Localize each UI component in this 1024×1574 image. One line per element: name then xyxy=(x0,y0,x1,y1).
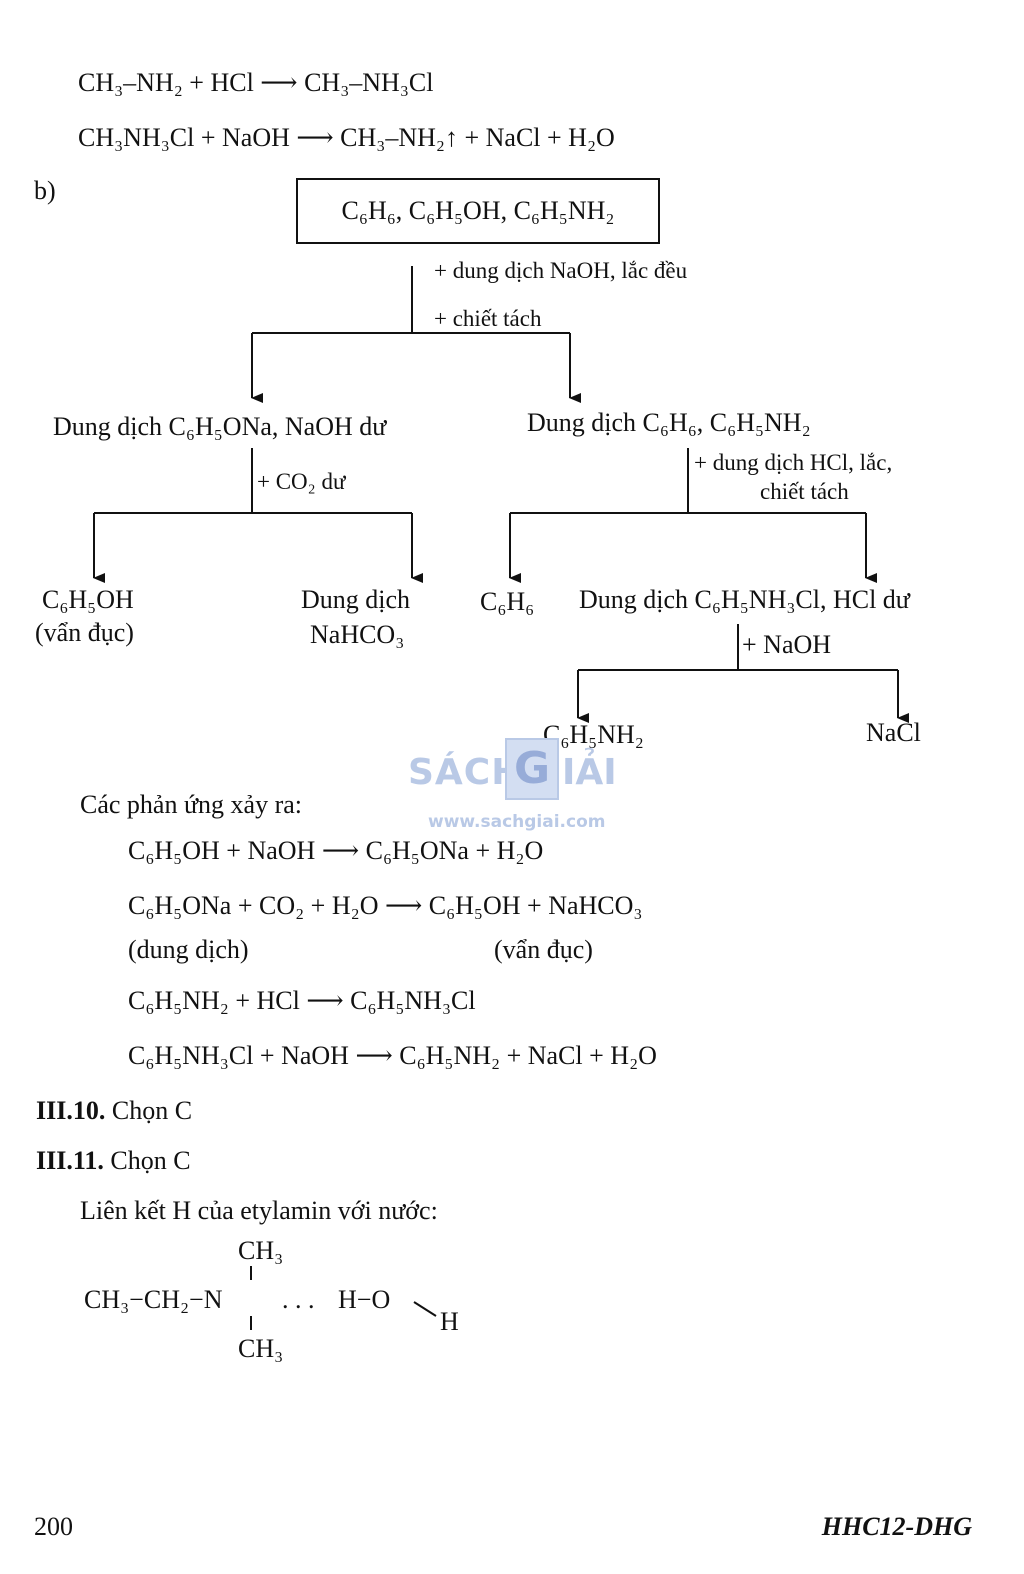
hbond-h: H xyxy=(440,1307,459,1336)
bond-oh xyxy=(413,1301,437,1317)
mixture-box-text: C₆H₆, C₆H₅OH, C₆H₅NH₂ xyxy=(341,196,615,225)
product-bicarbonate-formula: NaHCO₃ xyxy=(310,620,405,649)
answer-iii-11: III.11. Chọn C xyxy=(36,1148,191,1174)
watermark-g-logo: G xyxy=(505,738,559,800)
reaction-2: C₆H₅ONa + CO₂ + H₂O ⟶ C₆H₅OH + NaHCO₃ xyxy=(128,891,643,920)
product-phenol: C₆H₅OH xyxy=(42,585,134,614)
right-node: Dung dịch C₆H₆, C₆H₅NH₂ xyxy=(527,408,811,437)
reaction-1: C₆H₅OH + NaOH ⟶ C₆H₅ONa + H₂O xyxy=(128,836,544,865)
book-code: HHC12-DHG xyxy=(821,1512,972,1541)
answer-text: Chọn C xyxy=(111,1096,193,1125)
hbond-ch3-top: CH₃ xyxy=(238,1236,284,1265)
reaction-2-note-left: (dung dịch) xyxy=(128,935,249,964)
hbond-chain: CH₃−CH₂−N xyxy=(84,1285,223,1314)
reaction-4: C₆H₅NH₃Cl + NaOH ⟶ C₆H₅NH₂ + NaCl + H₂O xyxy=(128,1041,657,1070)
answer-label: III.10. xyxy=(36,1096,106,1125)
product-benzene: C₆H₆ xyxy=(480,587,535,616)
product-phenol-note: (vẩn đục) xyxy=(35,618,134,647)
answer-label: III.11. xyxy=(36,1146,104,1175)
reactions-heading: Các phản ứng xảy ra: xyxy=(80,790,303,819)
equation-1: CH₃–NH₂ + HCl ⟶ CH₃–NH₃Cl xyxy=(78,68,434,97)
step-hcl: + dung dịch HCl, lắc, xyxy=(694,450,893,475)
watermark-sach: SÁCH xyxy=(408,752,523,793)
page-number: 200 xyxy=(34,1512,73,1541)
product-bicarbonate: Dung dịch xyxy=(301,585,411,614)
step-hcl-extract: chiết tách xyxy=(760,479,849,504)
watermark-url: www.sachgiai.com xyxy=(428,812,606,832)
left-node: Dung dịch C₆H₅ONa, NaOH dư xyxy=(53,412,387,441)
hbond-oh-bond xyxy=(413,1301,437,1317)
step-co2: + CO₂ dư xyxy=(257,469,346,494)
anilinium-solution: Dung dịch C₆H₅NH₃Cl, HCl dư xyxy=(579,585,910,614)
separation-flowchart xyxy=(93,266,909,723)
hbond-ho: H−O xyxy=(338,1285,391,1314)
hbond-intro: Liên kết H của etylamin với nước: xyxy=(80,1196,438,1225)
product-aniline: C₆H₅NH₂ xyxy=(543,720,644,749)
hbond-bonds xyxy=(250,1266,252,1330)
product-nacl: NaCl xyxy=(866,718,921,747)
step-naoh-2: + NaOH xyxy=(742,630,832,659)
step-extract: + chiết tách xyxy=(434,306,542,331)
step-naoh: + dung dịch NaOH, lắc đều xyxy=(434,258,688,283)
answer-text: Chọn C xyxy=(110,1146,191,1175)
hbond-dots: . . . xyxy=(282,1285,315,1314)
equation-2: CH₃NH₃Cl + NaOH ⟶ CH₃–NH₂↑ + NaCl + H₂O xyxy=(78,123,615,152)
mixture-box: C₆H₆, C₆H₅OH, C₆H₅NH₂ xyxy=(296,178,660,244)
part-b-label: b) xyxy=(34,176,56,205)
watermark-giai: IẢI xyxy=(562,752,617,793)
answer-iii-10: III.10. Chọn C xyxy=(36,1098,192,1124)
hbond-ch3-bottom: CH₃ xyxy=(238,1334,284,1363)
reaction-2-note-right: (vẩn đục) xyxy=(494,935,593,964)
reaction-3: C₆H₅NH₂ + HCl ⟶ C₆H₅NH₃Cl xyxy=(128,986,476,1015)
